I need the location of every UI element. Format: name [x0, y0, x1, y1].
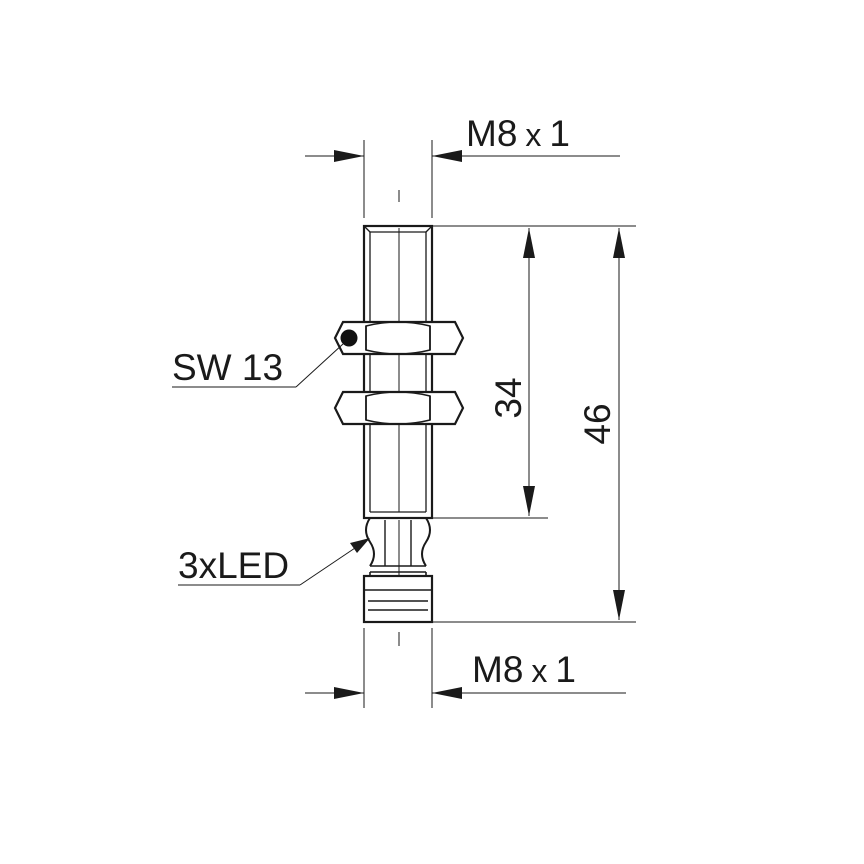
sensor-body — [362, 224, 434, 520]
leader-lines — [172, 343, 370, 586]
arrowhead-46-bottom — [613, 590, 625, 620]
arrowhead-left — [334, 150, 364, 162]
length-46-label: 46 — [577, 403, 618, 444]
led-label: 3xLED — [178, 545, 289, 586]
arrowhead-right — [432, 150, 462, 162]
led-leader-diagonal — [299, 545, 359, 586]
wrench-reference-dot — [340, 329, 358, 347]
led-leader-arrowhead — [350, 538, 370, 553]
arrowhead-34-bottom — [523, 486, 535, 516]
sw-leader-diagonal — [295, 343, 344, 388]
arrowhead-34-top — [523, 228, 535, 258]
length-34-label: 34 — [488, 377, 529, 418]
hex-nut-lower — [333, 390, 465, 426]
arrowhead-46-top — [613, 228, 625, 258]
arrowhead-right — [432, 687, 462, 699]
length-dimensions — [432, 225, 636, 623]
threaded-barrel — [362, 224, 434, 520]
arrowhead-left — [334, 687, 364, 699]
top-diameter-dimension — [305, 140, 620, 218]
connector-m8 — [362, 571, 434, 624]
wrench-size-label: SW 13 — [172, 347, 283, 388]
bottom-diameter-dimension — [305, 628, 626, 708]
hex-nut-upper — [333, 320, 465, 356]
led-neck — [365, 517, 431, 567]
